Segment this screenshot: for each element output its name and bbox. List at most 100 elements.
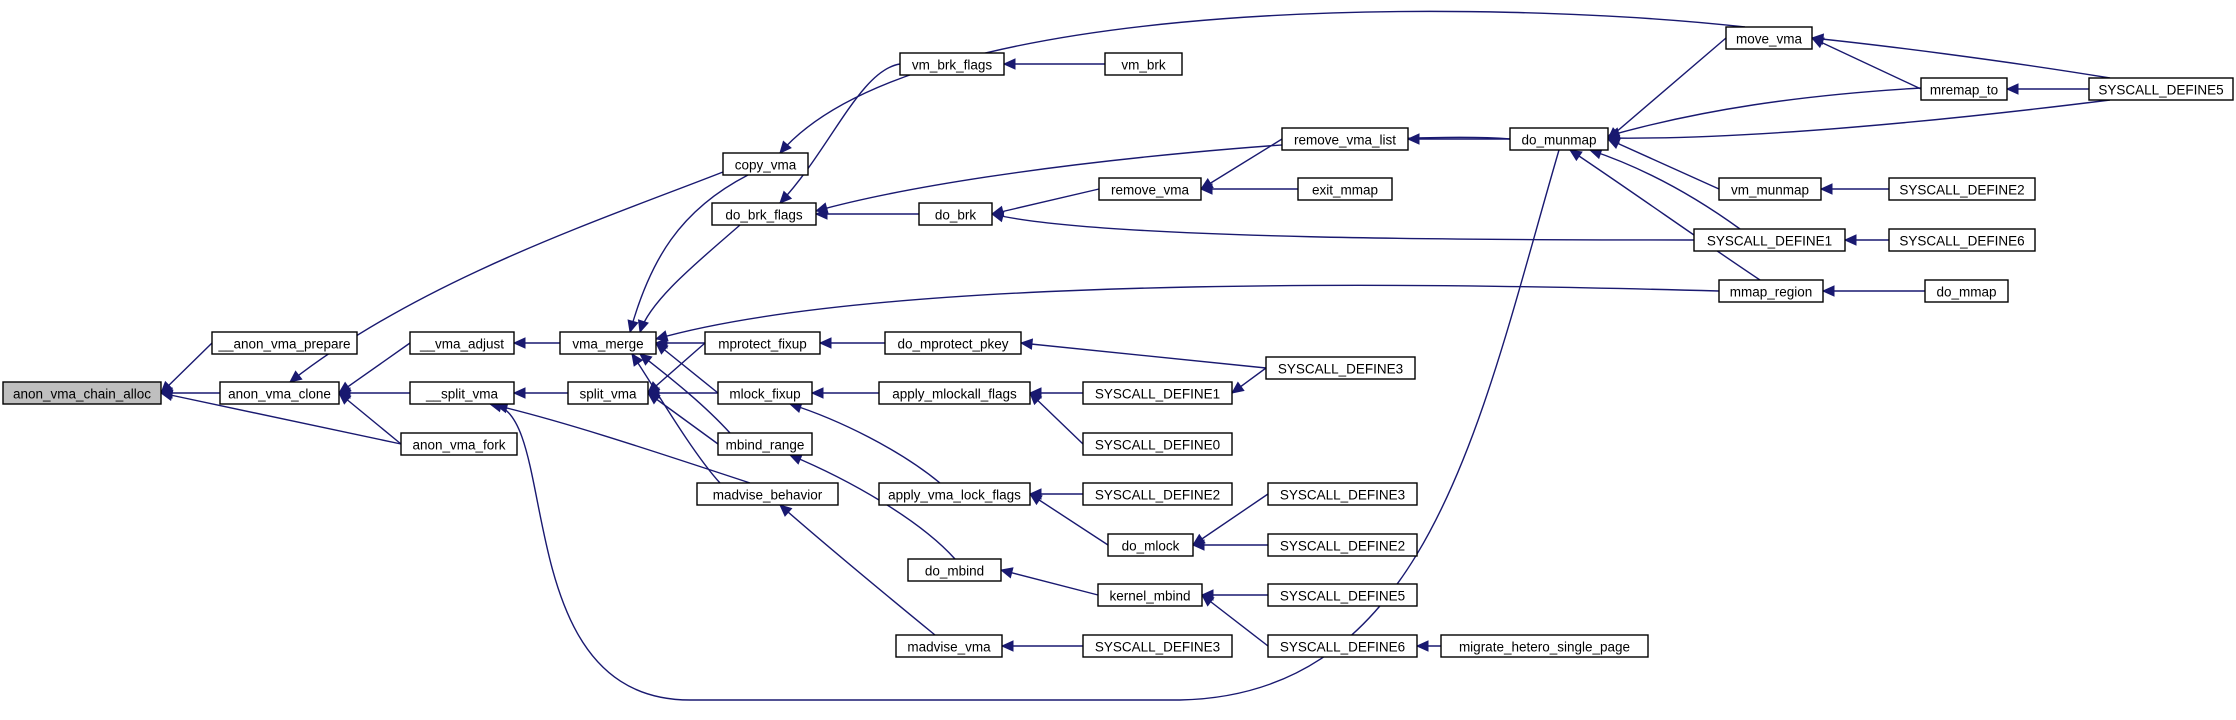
node-box[interactable] bbox=[409, 381, 515, 405]
graph-node-apply-mlockall-flags[interactable]: apply_mlockall_flags bbox=[878, 381, 1031, 405]
graph-node-syscall-define2-b[interactable]: SYSCALL_DEFINE2 bbox=[1267, 533, 1418, 557]
node-box[interactable] bbox=[1098, 177, 1202, 201]
node-box[interactable] bbox=[884, 331, 1022, 355]
graph-node-kernel-mbind[interactable]: kernel_mbind bbox=[1097, 583, 1203, 607]
node-box[interactable] bbox=[1924, 279, 2009, 303]
graph-node-syscall-define3-c[interactable]: SYSCALL_DEFINE3 bbox=[1265, 356, 1416, 380]
node-box[interactable] bbox=[1082, 482, 1233, 506]
node-box[interactable] bbox=[1725, 26, 1813, 50]
graph-node-anon-vma-prepare[interactable]: __anon_vma_prepare bbox=[211, 331, 358, 355]
node-box[interactable] bbox=[711, 202, 817, 226]
node-box[interactable] bbox=[717, 381, 813, 405]
graph-node-remove-vma-list[interactable]: remove_vma_list bbox=[1281, 127, 1409, 151]
node-box[interactable] bbox=[907, 558, 1002, 582]
graph-node-do-mlock[interactable]: do_mlock bbox=[1107, 533, 1194, 557]
graph-node-split-vma[interactable]: __split_vma bbox=[409, 381, 515, 405]
node-box[interactable] bbox=[2, 381, 162, 405]
graph-node-do-mbind[interactable]: do_mbind bbox=[907, 558, 1002, 582]
graph-node-syscall-define2-c[interactable]: SYSCALL_DEFINE2 bbox=[1888, 177, 2036, 201]
node-box[interactable] bbox=[211, 331, 358, 355]
node-box[interactable] bbox=[1888, 177, 2036, 201]
node-box[interactable] bbox=[1267, 634, 1418, 658]
graph-node-do-brk[interactable]: do_brk bbox=[918, 202, 993, 226]
graph-node-vm-brk[interactable]: vm_brk bbox=[1104, 52, 1183, 76]
graph-node-copy-vma[interactable]: copy_vma bbox=[722, 152, 809, 176]
node-box[interactable] bbox=[1097, 583, 1203, 607]
graph-node-syscall-define6-b[interactable]: SYSCALL_DEFINE6 bbox=[1888, 228, 2036, 252]
graph-node-vm-brk-flags[interactable]: vm_brk_flags bbox=[899, 52, 1005, 76]
graph-node-move-vma[interactable]: move_vma bbox=[1725, 26, 1813, 50]
graph-node-remove-vma[interactable]: remove_vma bbox=[1098, 177, 1202, 201]
node-box[interactable] bbox=[1267, 533, 1418, 557]
graph-node-syscall-define5-b[interactable]: SYSCALL_DEFINE5 bbox=[2088, 77, 2234, 101]
graph-node-mlock-fixup[interactable]: mlock_fixup bbox=[717, 381, 813, 405]
call-edge bbox=[338, 392, 402, 445]
graph-node-syscall-define1-b[interactable]: SYSCALL_DEFINE1 bbox=[1693, 228, 1846, 252]
node-box[interactable] bbox=[696, 482, 839, 506]
node-box[interactable] bbox=[1718, 177, 1822, 201]
graph-node-syscall-define1-a[interactable]: SYSCALL_DEFINE1 bbox=[1082, 381, 1233, 405]
node-box[interactable] bbox=[1509, 127, 1609, 151]
node-box[interactable] bbox=[1082, 432, 1233, 456]
node-box[interactable] bbox=[1082, 634, 1233, 658]
call-edge bbox=[1201, 594, 1269, 647]
graph-node-vma-adjust[interactable]: __vma_adjust bbox=[409, 331, 515, 355]
node-box[interactable] bbox=[918, 202, 993, 226]
node-box[interactable] bbox=[1440, 634, 1649, 658]
graph-node-syscall-define3-b[interactable]: SYSCALL_DEFINE3 bbox=[1082, 634, 1233, 658]
node-box[interactable] bbox=[1082, 381, 1233, 405]
graph-node-anon-vma-fork[interactable]: anon_vma_fork bbox=[400, 432, 518, 456]
graph-node-syscall-define3-a[interactable]: SYSCALL_DEFINE3 bbox=[1267, 482, 1418, 506]
node-box[interactable] bbox=[717, 432, 813, 456]
node-box[interactable] bbox=[878, 482, 1031, 506]
node-box[interactable] bbox=[1281, 127, 1409, 151]
node-box[interactable] bbox=[219, 381, 340, 405]
call-edge bbox=[1200, 138, 1283, 190]
graph-node-madvise-vma[interactable]: madvise_vma bbox=[895, 634, 1003, 658]
graph-node-mmap-region[interactable]: mmap_region bbox=[1718, 279, 1824, 303]
node-box[interactable] bbox=[704, 331, 821, 355]
graph-node-split-vma[interactable]: split_vma bbox=[567, 381, 649, 405]
graph-node-do-brk-flags[interactable]: do_brk_flags bbox=[711, 202, 817, 226]
graph-node-vm-munmap[interactable]: vm_munmap bbox=[1718, 177, 1822, 201]
graph-node-apply-vma-lock-flags[interactable]: apply_vma_lock_flags bbox=[878, 482, 1031, 506]
node-box[interactable] bbox=[1104, 52, 1183, 76]
graph-node-mprotect-fixup[interactable]: mprotect_fixup bbox=[704, 331, 821, 355]
graph-node-do-mmap[interactable]: do_mmap bbox=[1924, 279, 2009, 303]
graph-node-mbind-range[interactable]: mbind_range bbox=[717, 432, 813, 456]
node-box[interactable] bbox=[895, 634, 1003, 658]
graph-node-do-mprotect-pkey[interactable]: do_mprotect_pkey bbox=[884, 331, 1022, 355]
node-box[interactable] bbox=[1718, 279, 1824, 303]
graph-node-syscall-define5-a[interactable]: SYSCALL_DEFINE5 bbox=[1267, 583, 1418, 607]
graph-node-exit-mmap[interactable]: exit_mmap bbox=[1297, 177, 1393, 201]
node-box[interactable] bbox=[400, 432, 518, 456]
node-box[interactable] bbox=[409, 331, 515, 355]
node-box[interactable] bbox=[1693, 228, 1846, 252]
node-box[interactable] bbox=[1297, 177, 1393, 201]
graph-node-syscall-define6-a[interactable]: SYSCALL_DEFINE6 bbox=[1267, 634, 1418, 658]
graph-node-vma-merge[interactable]: vma_merge bbox=[559, 331, 657, 355]
graph-node-madvise-behavior[interactable]: madvise_behavior bbox=[696, 482, 839, 506]
edge-arrowhead bbox=[1406, 133, 1420, 145]
node-label: do_brk bbox=[935, 208, 977, 223]
node-box[interactable] bbox=[1920, 77, 2008, 101]
node-box[interactable] bbox=[722, 152, 809, 176]
graph-node-syscall-define2-a[interactable]: SYSCALL_DEFINE2 bbox=[1082, 482, 1233, 506]
node-box[interactable] bbox=[899, 52, 1005, 76]
node-box[interactable] bbox=[1267, 482, 1418, 506]
graph-node-mremap-to[interactable]: mremap_to bbox=[1920, 77, 2008, 101]
node-box[interactable] bbox=[1888, 228, 2036, 252]
node-box[interactable] bbox=[1265, 356, 1416, 380]
edge-arrowhead bbox=[1819, 183, 1833, 195]
node-box[interactable] bbox=[1267, 583, 1418, 607]
node-box[interactable] bbox=[1107, 533, 1194, 557]
graph-node-anon-vma-chain-alloc[interactable]: anon_vma_chain_alloc bbox=[2, 381, 162, 405]
node-box[interactable] bbox=[559, 331, 657, 355]
node-box[interactable] bbox=[2088, 77, 2234, 101]
graph-node-anon-vma-clone[interactable]: anon_vma_clone bbox=[219, 381, 340, 405]
node-box[interactable] bbox=[567, 381, 649, 405]
graph-node-migrate-hetero-single-page[interactable]: migrate_hetero_single_page bbox=[1440, 634, 1649, 658]
node-box[interactable] bbox=[878, 381, 1031, 405]
graph-node-do-munmap[interactable]: do_munmap bbox=[1509, 127, 1609, 151]
graph-node-syscall-define0[interactable]: SYSCALL_DEFINE0 bbox=[1082, 432, 1233, 456]
